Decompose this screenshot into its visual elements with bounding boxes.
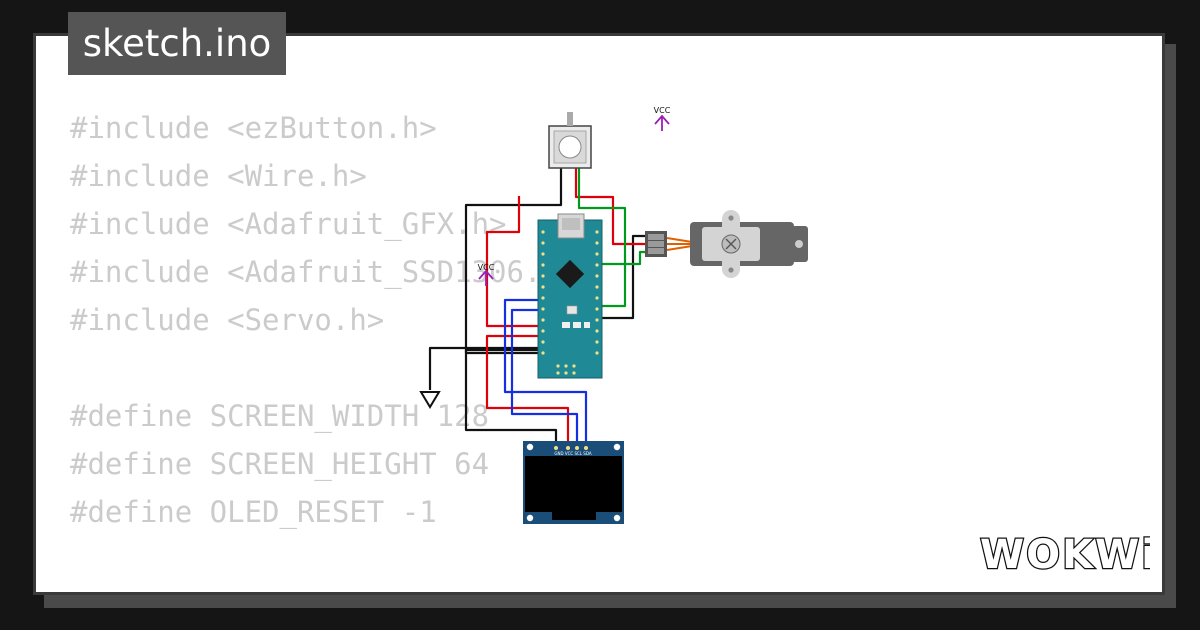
oled-pin-labels: GND VCC SCL SDA (554, 451, 591, 456)
vcc-label: VCC (478, 263, 495, 272)
wire-green-servo (600, 250, 645, 266)
vcc-symbol: VCC (478, 263, 495, 286)
wire-black-servo (594, 234, 645, 332)
wires (428, 168, 645, 448)
wire-red-board (485, 196, 548, 328)
code-editor: #include <ezButton.h> #include <Wire.h> #i… (70, 104, 1048, 592)
code-line: #define SCREEN_HEIGHT 64 (70, 447, 490, 481)
wire-red-vcc (574, 168, 645, 246)
arduino-nano[interactable] (537, 213, 603, 379)
code-line: Adafruit_SSD1306 display(SCREEN_WIDTH, S… (70, 584, 1048, 592)
wokwi-logo-text: WOKWi (980, 532, 1150, 576)
wire-blue-scl (510, 308, 579, 448)
code-line: #include <ezButton.h> (70, 111, 437, 145)
code-line: #include <Wire.h> (70, 159, 367, 193)
code-line: #define SCREEN_WIDTH 128 (70, 399, 490, 433)
wire-black-oled-gnd (464, 348, 558, 448)
oled-display[interactable]: GND VCC SCL SDA (523, 441, 624, 524)
wire-green-button (577, 168, 627, 308)
code-line: #include <Servo.h> (70, 303, 385, 337)
vcc-symbol: VCC (654, 106, 671, 131)
wire-black-button-gnd (464, 168, 563, 355)
ground-symbol (419, 391, 441, 409)
wokwi-logo: WOKWi (979, 531, 1150, 576)
code-line: #include <Adafruit_SSD1306.h> (70, 255, 577, 289)
code-line: #define OLED_RESET -1 (70, 495, 437, 529)
code-line: #include <Adafruit_GFX.h> (70, 207, 507, 241)
servo-motor[interactable] (645, 210, 808, 278)
wire-black-ground (428, 346, 540, 390)
file-tab[interactable]: sketch.ino (68, 12, 286, 75)
vcc-label: VCC (654, 106, 671, 115)
wire-blue-sda (503, 298, 588, 448)
push-button[interactable] (548, 112, 592, 169)
